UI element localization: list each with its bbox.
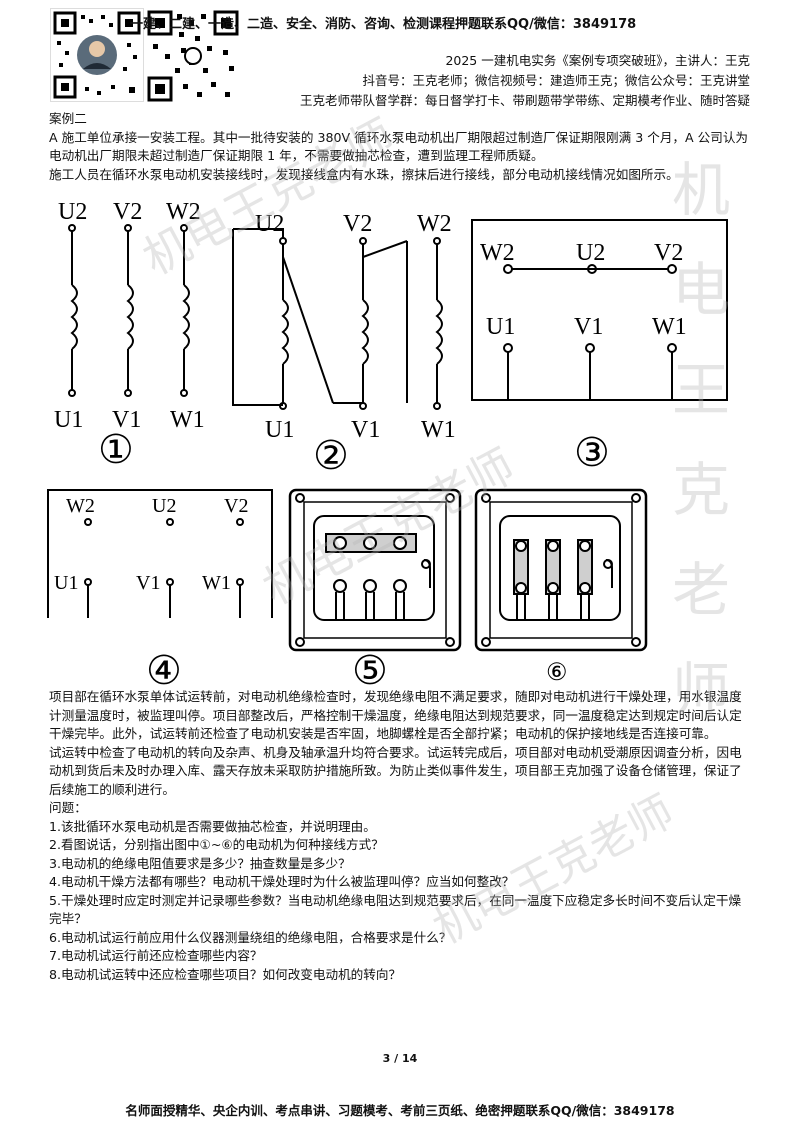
case-body: 项目部在循环水泵单体试运转前，对电动机绝缘检查时，发现绝缘电阻不满足要求，随即对…: [49, 688, 751, 984]
case-title: 案例二: [49, 111, 87, 126]
label-v1: V1: [574, 314, 603, 340]
label-w1: W1: [170, 407, 205, 433]
question-5: 5.干燥处理时应定时测定并记录哪些参数？当电动机绝缘电阻达到规范要求后，在同一温…: [49, 892, 742, 927]
qr-code-douyin: [50, 8, 144, 102]
wiring-figure-1: U2 V2 W2 U1 V1 W1 ①: [54, 199, 205, 472]
label-v1: V1: [136, 572, 160, 594]
label-v2: V2: [343, 211, 372, 237]
question-7: 7.电动机试运行前还应检查哪些内容？: [49, 948, 263, 963]
case-intro: 案例二 A 施工单位承接一安装工程。其中一批待安装的 380V 循环水泵电动机出…: [49, 110, 751, 184]
wiring-figure-2: U2 V2 W2 U1 V1 W1 ②: [232, 211, 456, 475]
question-3: 3.电动机的绝缘电阻值要求是多少？抽查数量是多少？: [49, 855, 351, 871]
label-v2: V2: [224, 495, 248, 517]
case-paragraph-3: 项目部在循环水泵单体试运转前，对电动机绝缘检查时，发现绝缘电阻不满足要求，随即对…: [49, 689, 742, 741]
questions-heading: 问题：: [49, 800, 87, 815]
label-w1: W1: [202, 572, 231, 594]
question-8: 8.电动机试运转中还应检查哪些项目？如何改变电动机的转向？: [49, 966, 402, 982]
figure-number-2: ②: [313, 433, 349, 475]
label-u1: U1: [54, 572, 78, 594]
label-u2: U2: [58, 199, 87, 225]
label-v2: V2: [113, 199, 142, 225]
question-1: 1.该批循环水泵电动机是否需要做抽芯检查，并说明理由。: [49, 818, 376, 834]
qr-code-icon: [51, 9, 143, 101]
header-course-line: 2025 一建机电实务《案例专项突破班》，主讲人：王克: [445, 53, 750, 68]
header-contact-line: 抖音号：王克老师；微信视频号：建造师王克；微信公众号：王克讲堂: [362, 73, 750, 88]
label-w2: W2: [166, 199, 201, 225]
header-group-line: 王克老师带队督学群：每日督学打卡、带刷题带学带练、定期模考作业、随时答疑: [299, 93, 750, 108]
question-6: 6.电动机试运行前应用什么仪器测量绕组的绝缘电阻，合格要求是什么？: [49, 929, 452, 945]
label-u1: U1: [54, 407, 83, 433]
label-w1: W1: [652, 314, 687, 340]
label-u1: U1: [265, 417, 294, 443]
question-2: 2.看图说话，分别指出图中①~⑥的电动机为何种接线方式？: [49, 837, 384, 852]
label-w2: W2: [417, 211, 452, 237]
label-u2: U2: [576, 240, 605, 266]
label-w1: W1: [421, 417, 456, 443]
label-w2: W2: [66, 495, 95, 517]
wiring-figure-6: ⑥: [474, 488, 648, 686]
label-u2: U2: [255, 211, 284, 237]
label-v1: V1: [351, 417, 380, 443]
footer-banner: 名师面授精华、央企内训、考点串讲、习题模考、考前三页纸、绝密押题联系QQ/微信：…: [125, 1103, 675, 1118]
qr-code-wechat: [145, 8, 241, 104]
label-v1: V1: [112, 407, 141, 433]
question-4: 4.电动机干燥方法都有哪些？电动机干燥处理时为什么被监理叫停？应当如何整改？: [49, 874, 515, 889]
header-banner: 一建、二建、一造、二造、安全、消防、咨询、检测课程押题联系QQ/微信：38491…: [130, 17, 637, 32]
case-paragraph-1: A 施工单位承接一安装工程。其中一批待安装的 380V 循环水泵电动机出厂期限超…: [49, 129, 749, 164]
wiring-figure-3: W2 U2 V2 U1 V1 W1 ③: [471, 219, 728, 475]
case-paragraph-4: 试运转中检查了电动机的转向及杂声、机身及轴承温升均符合要求。试运转完成后，项目部…: [49, 744, 742, 797]
wiring-figure-5: ⑤: [288, 488, 462, 688]
label-u1: U1: [486, 314, 515, 340]
figure-number-5: ⑤: [352, 648, 388, 688]
figure-number-4: ④: [146, 648, 182, 688]
qr-code-icon: [145, 8, 241, 104]
label-w2: W2: [480, 240, 515, 266]
wiring-figure-4: W2 U2 V2 U1 V1 W1 ④: [47, 489, 273, 688]
figure-number-3: ③: [574, 430, 610, 475]
case-paragraph-2: 施工人员在循环水泵电动机安装接线时，发现接线盒内有水珠，擦抹后进行接线，部分电动…: [49, 166, 679, 182]
figure-number-6: ⑥: [546, 660, 568, 686]
page-number: 3 / 14: [382, 1052, 418, 1065]
label-v2: V2: [654, 240, 683, 266]
figure-number-1: ①: [98, 427, 134, 472]
label-u2: U2: [152, 495, 176, 517]
